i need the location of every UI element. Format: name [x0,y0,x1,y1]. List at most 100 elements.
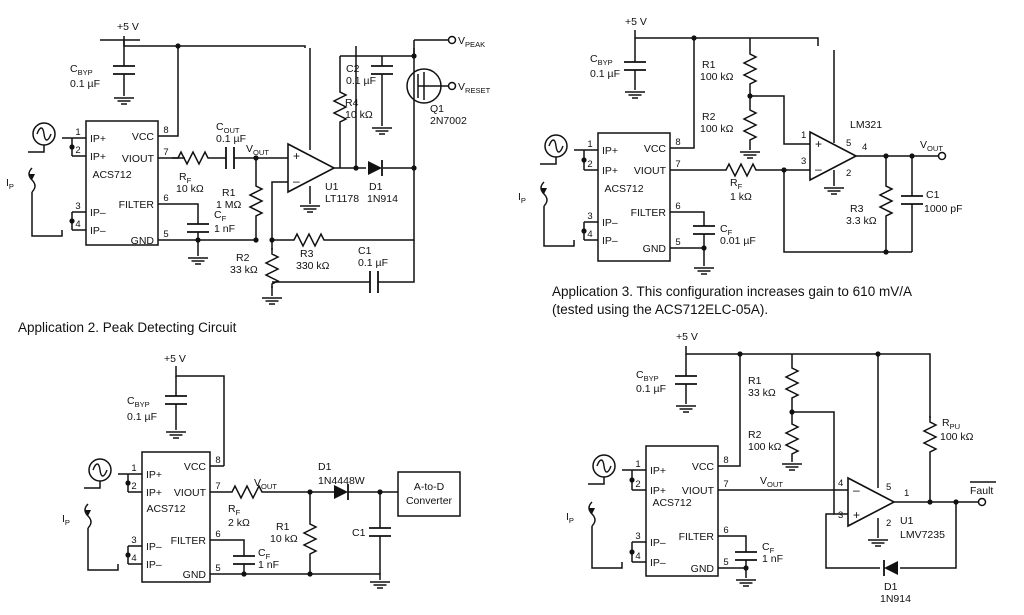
cf-capacitor [692,225,716,235]
rpu-resistor [923,415,937,457]
d1-label: D1 [884,581,898,593]
pin-number: 1 [904,488,909,499]
cout-label: COUT [216,121,240,135]
opamp-plus-sign: – [853,483,860,497]
r2-value: 100 kΩ [700,123,734,135]
ip-label-sub: P [521,196,526,205]
acs712-ic [645,445,719,577]
opamp-plus-sign: + [815,137,822,151]
opamp-plus-sign: + [293,149,300,163]
ground-symbol [113,97,135,105]
c1-value: 1000 pF [924,203,963,215]
ip-label-main: I [518,191,521,203]
cf-label-main: C [258,547,266,559]
junction-dot [701,245,707,251]
ip-label-sub: P [569,516,574,525]
r3-resistor [287,233,329,247]
ic-pin-name: FILTER [171,535,207,547]
cbyp-capacitor [112,65,136,75]
cbyp-label: CBYP [590,53,613,67]
c2-value: 0.1 µF [346,75,376,87]
wire [172,46,179,137]
r4-label: R4 [345,97,359,109]
junction-dot [581,228,587,234]
pin-number: 3 [838,510,843,521]
ip-label: IP [6,177,14,191]
rf-label-main: R [730,177,738,189]
junction-dot [307,571,313,577]
opamp-minus-sign: – [293,174,300,188]
cout-label-sub: OUT [224,126,240,135]
ip-label-sub: P [9,182,14,191]
vreset-terminal [447,81,457,91]
r3-label: R3 [850,203,864,215]
ic-pin-name: IP– [90,207,106,219]
cout-label-main: C [216,121,224,133]
adc-block [397,471,461,517]
r4-value: 10 kΩ [345,109,373,121]
ic-pin-number: 3 [131,535,136,546]
c1-capacitor [368,527,392,537]
ic-pin-name: IP+ [650,465,666,477]
r2-value: 100 kΩ [748,441,782,453]
cf-label-sub: F [222,214,227,223]
pin-number: 5 [886,482,891,493]
ic-pin-number: 4 [75,219,80,230]
ic-pin-number: 7 [163,147,168,158]
ic-pin-number: 3 [75,201,80,212]
ic-pin-name: VIOUT [634,165,667,177]
ip-label-main: I [62,513,65,525]
u1-opamp [847,476,896,528]
wire [31,192,63,237]
ic-part-label: ACS712 [146,503,185,515]
cbyp-value: 0.1 µF [590,68,620,80]
cf-value: 1 nF [258,559,279,571]
ic-pin-name: IP+ [146,487,162,499]
ac-source-icon [32,122,56,146]
cbyp-label: CBYP [70,63,93,77]
ic-pin-name: IP+ [146,469,162,481]
wire [340,48,415,57]
rpu-label-sub: PU [950,422,960,431]
r1-label: R1 [222,187,236,199]
wire [732,354,741,467]
ic-pin-name: IP+ [650,485,666,497]
junction-dot [253,237,259,243]
current-arrow-icon [588,501,596,527]
ic-pin-name: VCC [644,143,667,155]
wire [543,206,575,247]
r1-resistor [303,517,317,559]
ac-source-icon [592,454,616,478]
ic-pin-number: 1 [75,127,80,138]
ip-label-sub: P [65,518,70,527]
ground-symbol [739,151,761,159]
wire [792,411,848,515]
cbyp-label-sub: BYP [135,400,150,409]
ic-pin-name: GND [691,563,715,575]
u1-label: U1 [325,181,339,193]
wire [175,366,225,456]
ac-source-icon [88,458,112,482]
junction-dot [953,499,959,505]
wire [825,513,880,569]
r1-resistor [249,179,263,221]
junction-dot [241,571,247,577]
ic-pin-name: FILTER [631,207,667,219]
c1-label: C1 [926,189,940,201]
r1-label: R1 [702,59,716,71]
ic-pin-number: 8 [215,455,220,466]
cout-capacitor [225,146,235,170]
rf-value: 10 kΩ [176,183,204,195]
rf-label: RF [228,503,241,517]
vreset-label: VRESET [458,81,491,95]
u1-part: LMV7235 [900,529,945,541]
ic-pin-number: 6 [723,525,728,536]
cbyp-label-main: C [590,53,598,65]
d1-diode [367,159,383,177]
supply-label: +5 V [625,16,647,28]
pin-number: 3 [801,156,806,167]
vout-label: VOUT [920,139,943,153]
rf-label-main: R [228,503,236,515]
wire [271,181,288,236]
